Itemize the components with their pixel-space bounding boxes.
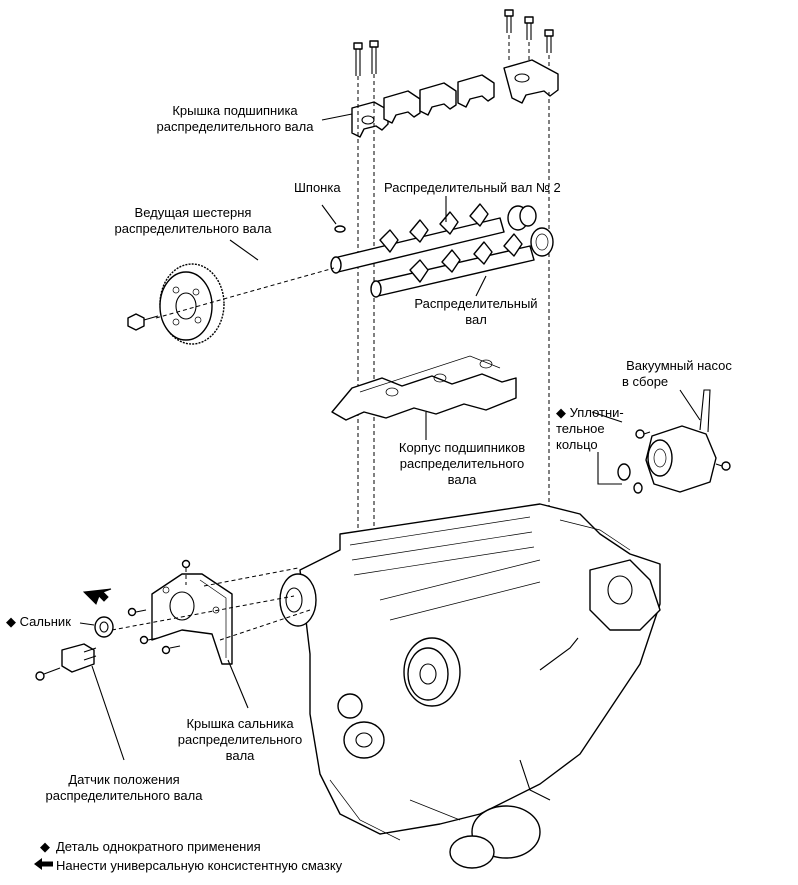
bearing-caps	[351, 59, 559, 138]
label-oil-seal: ◆ Сальник	[6, 614, 71, 629]
camshaft-lower	[370, 227, 554, 298]
oil-seal-cover	[111, 567, 311, 665]
alignment-lines	[357, 74, 550, 545]
label-o-ring: ◆ Уплотни- тельное кольцо	[556, 405, 624, 452]
oil-seal	[94, 616, 114, 638]
vacuum-pump	[635, 389, 731, 493]
label-key: Шпонка	[294, 180, 341, 195]
non-reusable-marker: ◆	[6, 614, 16, 629]
legend-grease: Нанести универсальную консистентную смаз…	[34, 858, 342, 874]
label-vacuum-pump: Вакуумный насос	[626, 358, 732, 373]
leader-lines	[79, 113, 623, 761]
camshaft-position-sensor	[35, 643, 97, 681]
cover-bolts	[127, 559, 191, 655]
engine-block	[279, 503, 661, 869]
label-camshaft-2: Распределительный вал № 2	[384, 180, 561, 195]
bolt-group-top	[353, 9, 554, 78]
non-reusable-marker: ◆	[40, 839, 50, 854]
drive-gear	[127, 263, 335, 345]
bearing-housing	[331, 355, 517, 440]
grease-arrow-icon	[82, 588, 112, 605]
non-reusable-marker: ◆	[556, 405, 566, 420]
key-part	[321, 204, 346, 233]
arrow-left-icon	[34, 858, 56, 874]
label-vacuum-pump-line2: в сборе	[622, 374, 669, 389]
camshaft-upper	[330, 203, 537, 274]
legend-non-reusable: ◆Деталь однократного применения	[34, 839, 261, 855]
o-ring	[597, 452, 643, 494]
